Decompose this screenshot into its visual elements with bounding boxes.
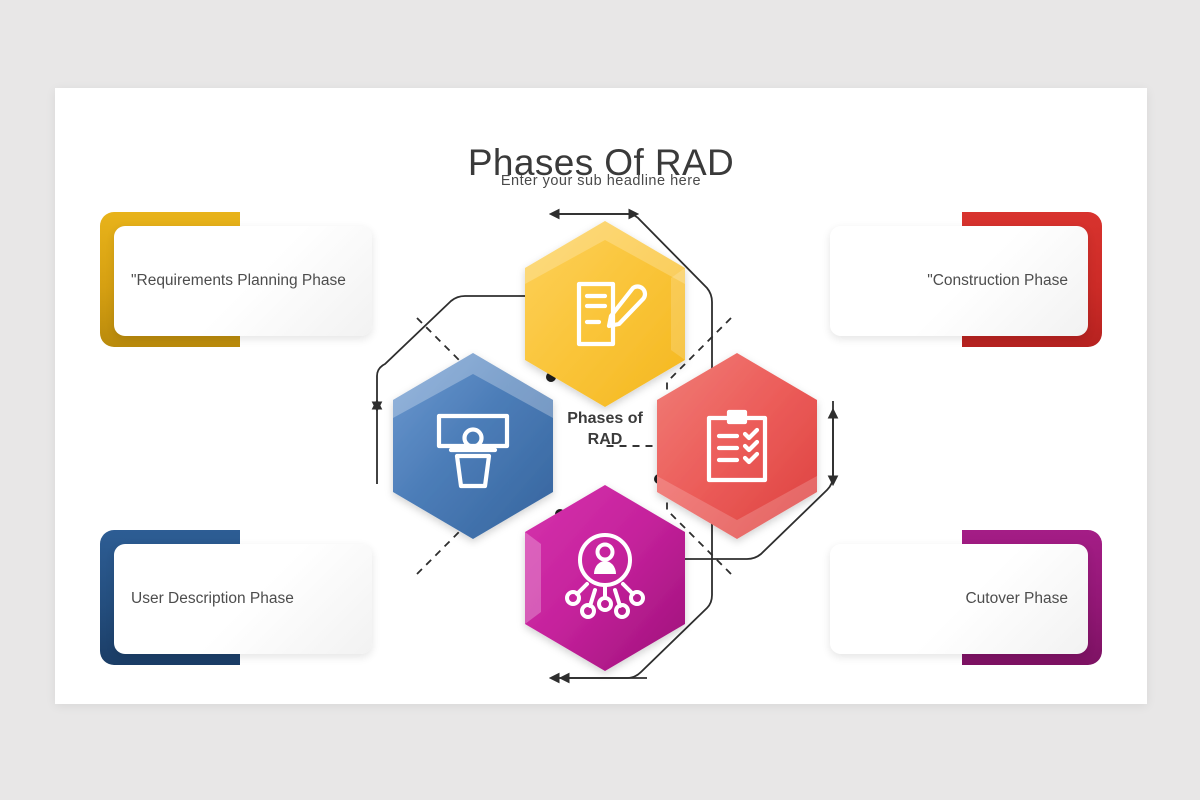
slide-canvas: Phases Of RAD Enter your sub headline he…: [55, 88, 1147, 704]
clipboard-checklist-icon: [706, 409, 768, 483]
page-title: Phases Of RAD: [467, 141, 735, 183]
card-label: "Construction Phase: [927, 272, 1068, 290]
hexagon-side-gloss: [671, 268, 685, 360]
card-label: "Requirements Planning Phase: [131, 272, 346, 290]
connector-left-to-top: [371, 295, 537, 413]
hexagon-shape: [525, 485, 685, 671]
presenter-podium-icon: [436, 413, 510, 489]
card-panel: Cutover Phase: [830, 544, 1088, 654]
card-label: User Description Phase: [131, 590, 294, 608]
card-panel: "Requirements Planning Phase: [114, 226, 372, 336]
user-network-icon: [565, 533, 645, 619]
hexagon-gloss: [393, 353, 553, 418]
hexagon-right-construction[interactable]: [657, 353, 817, 539]
card-construction-phase[interactable]: "Construction Phase: [830, 212, 1102, 347]
card-requirements-planning-phase[interactable]: "Requirements Planning Phase: [100, 212, 372, 347]
document-pencil-icon: [576, 281, 648, 347]
hexagon-bottom-cutover[interactable]: [525, 485, 685, 671]
card-panel: User Description Phase: [114, 544, 372, 654]
page-subtitle: Enter your sub headline here: [500, 173, 702, 189]
hexagon-left-user-description[interactable]: [393, 353, 553, 539]
card-user-description-phase[interactable]: User Description Phase: [100, 530, 372, 665]
hexagon-side-gloss: [525, 532, 541, 624]
card-label: Cutover Phase: [965, 590, 1068, 608]
card-panel: "Construction Phase: [830, 226, 1088, 336]
cycle-arrowheads: [371, 208, 839, 684]
card-cutover-phase[interactable]: Cutover Phase: [830, 530, 1102, 665]
hexagon-gloss: [657, 476, 817, 539]
rad-cycle-diagram: Phases of RAD: [355, 196, 855, 696]
hexagon-top-requirements[interactable]: [525, 221, 685, 407]
hexagon-shape: [525, 221, 685, 407]
hexagon-gloss: [525, 221, 685, 284]
